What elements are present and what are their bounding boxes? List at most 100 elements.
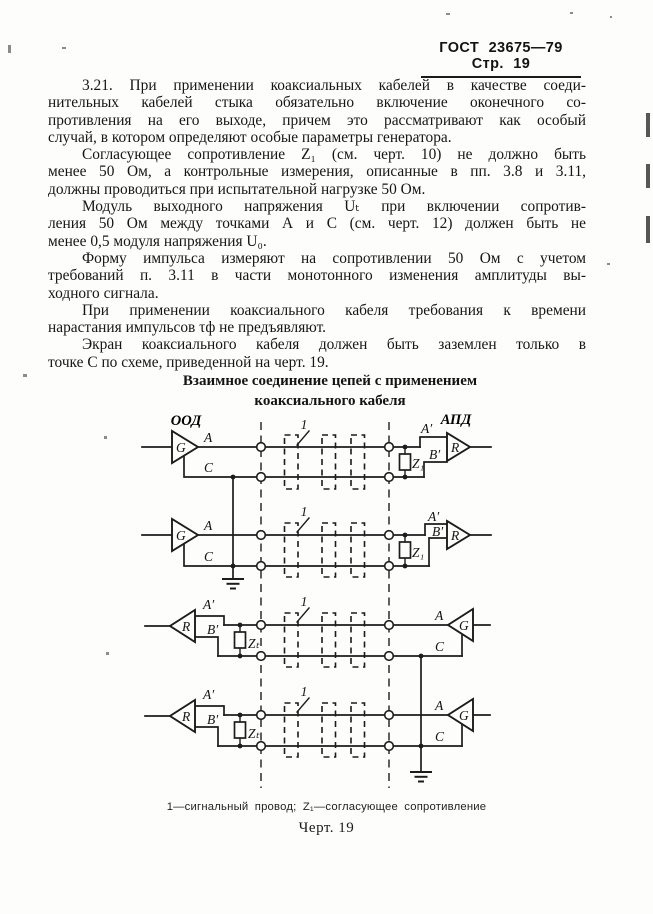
label-a-prime: A′ [202, 687, 215, 702]
connector-contact [255, 619, 267, 631]
connector-contact [255, 471, 267, 483]
diagram-row-3: R G A C A′ B′ Zₜ 1 [144, 594, 491, 668]
body-line: Экран коаксиального кабеля должен быть з… [82, 336, 586, 354]
figure-title-line1: Взаимное соединение цепей с применением [182, 373, 478, 389]
generator-triangle [446, 607, 474, 643]
label-g: G [459, 618, 469, 633]
figure-caption: 1—сигнальный провод; Z₁—согласующее сопр… [166, 801, 487, 813]
connector-contact [255, 560, 267, 572]
connector-contact [383, 619, 395, 631]
label-b-prime: B′ [432, 524, 444, 539]
body-line: противления на его выходе, причем это ра… [48, 111, 586, 129]
wire-leader [296, 517, 310, 533]
receiver-triangle [446, 519, 472, 551]
label-b-prime: B′ [207, 712, 219, 727]
wire-leader [296, 697, 310, 713]
body-line: требований п. 3.11 в части монотонного и… [48, 267, 586, 285]
label-a-prime: A′ [420, 421, 433, 436]
label-c: C [204, 549, 214, 564]
cable-shield-segment [321, 702, 337, 758]
label-r: R [450, 440, 460, 455]
connector-contact [255, 740, 267, 752]
body-line: менее 50 Ом, а контрольные измерения, оп… [48, 163, 586, 181]
body-line: Модуль выходного напряжения Uₜ при включ… [82, 198, 586, 216]
label-b-prime: B′ [207, 622, 219, 637]
label-a: A [203, 518, 213, 533]
connector-contact [383, 471, 395, 483]
cable-shield-segment [283, 434, 299, 490]
label-wire-1: 1 [301, 594, 308, 609]
label-apd: АПД [440, 412, 473, 428]
label-g: G [176, 440, 186, 455]
generator-triangle [446, 697, 474, 733]
label-c: C [435, 639, 445, 654]
label-g: G [459, 708, 469, 723]
cable-shield-segment [321, 522, 337, 578]
label-r: R [450, 528, 460, 543]
ground-symbol-left [222, 476, 244, 590]
cable-shield-segment [321, 434, 337, 490]
body-line: менее 0,5 модуля напряжения U₀. [48, 232, 267, 250]
label-zt: Zₜ [248, 726, 261, 741]
figure-title: Взаимное соединение цепей с применением … [0, 371, 653, 411]
matching-resistor [398, 453, 412, 471]
body-line: должны проводиться при испытательной наг… [48, 180, 426, 198]
label-ood: ООД [171, 413, 203, 429]
receiver-triangle [446, 431, 472, 463]
label-r: R [181, 619, 191, 634]
connector-contact [255, 709, 267, 721]
body-line: ходного сигнала. [48, 284, 159, 302]
figure-number: Черт. 19 [298, 820, 355, 836]
body-text: 3.21. При применении коаксиальных кабеле… [48, 77, 586, 371]
connector-contact [255, 441, 267, 453]
cable-shield-segment [350, 434, 366, 490]
label-a-prime: A′ [202, 597, 215, 612]
connector-contact [383, 709, 395, 721]
connector-contact [255, 529, 267, 541]
figure-title-line2: коаксиального кабеля [254, 393, 406, 409]
scan-artifacts [8, 12, 650, 655]
cable-shield-segment [321, 612, 337, 668]
label-z1: Z₁ [412, 545, 424, 560]
cable-shield-segment [350, 702, 366, 758]
cable-shield-segment [283, 612, 299, 668]
body-line: ления 50 Ом между точками А и С (см. чер… [48, 215, 586, 233]
ground-symbol-right [410, 655, 432, 783]
label-a: A [434, 698, 444, 713]
receiver-triangle [168, 698, 196, 734]
label-c: C [435, 729, 445, 744]
page-header: ГОСТ 23675—79 Стр. 19 [421, 40, 581, 78]
connector-contact [383, 441, 395, 453]
label-wire-1: 1 [301, 504, 308, 519]
body-line: точке С по схеме, приведенной на черт. 1… [48, 353, 329, 371]
connector-plane-lines [260, 422, 390, 788]
label-wire-1: 1 [301, 684, 308, 699]
wire-leader [296, 430, 310, 446]
diagram-row-1: ООД АПД G R A C A′ B′ Z₁ 1 [141, 412, 492, 490]
label-a: A [434, 608, 444, 623]
diagram-row-4: R G A C A′ B′ Zₜ 1 [144, 684, 491, 758]
cable-shield-segment [283, 702, 299, 758]
connector-contact [255, 650, 267, 662]
connector-contact [383, 529, 395, 541]
cable-shield-segment [350, 522, 366, 578]
body-line: случай, в котором определяют особые пара… [48, 128, 452, 146]
label-r: R [181, 709, 191, 724]
label-b-prime: B′ [429, 447, 441, 462]
body-line: Согласующее сопротивление Z₁ (см. черт. … [82, 146, 586, 164]
label-c: C [204, 460, 214, 475]
generator-triangle [171, 517, 200, 553]
body-line: При применении коаксиального кабеля треб… [82, 301, 586, 319]
body-line: нарастания импульсов τф не предъявляют. [48, 319, 327, 337]
generator-triangle [171, 429, 200, 465]
body-line: 3.21. При применении коаксиальных кабеле… [82, 77, 586, 94]
label-zt: Zₜ [248, 636, 261, 651]
terminating-resistor [233, 721, 247, 739]
connector-contact [383, 650, 395, 662]
receiver-triangle [168, 608, 196, 644]
wire-leader [296, 607, 310, 623]
body-line: Форму импульса измеряют на сопротивлении… [82, 249, 586, 267]
cable-shield-segment [283, 522, 299, 578]
label-a: A [203, 430, 213, 445]
